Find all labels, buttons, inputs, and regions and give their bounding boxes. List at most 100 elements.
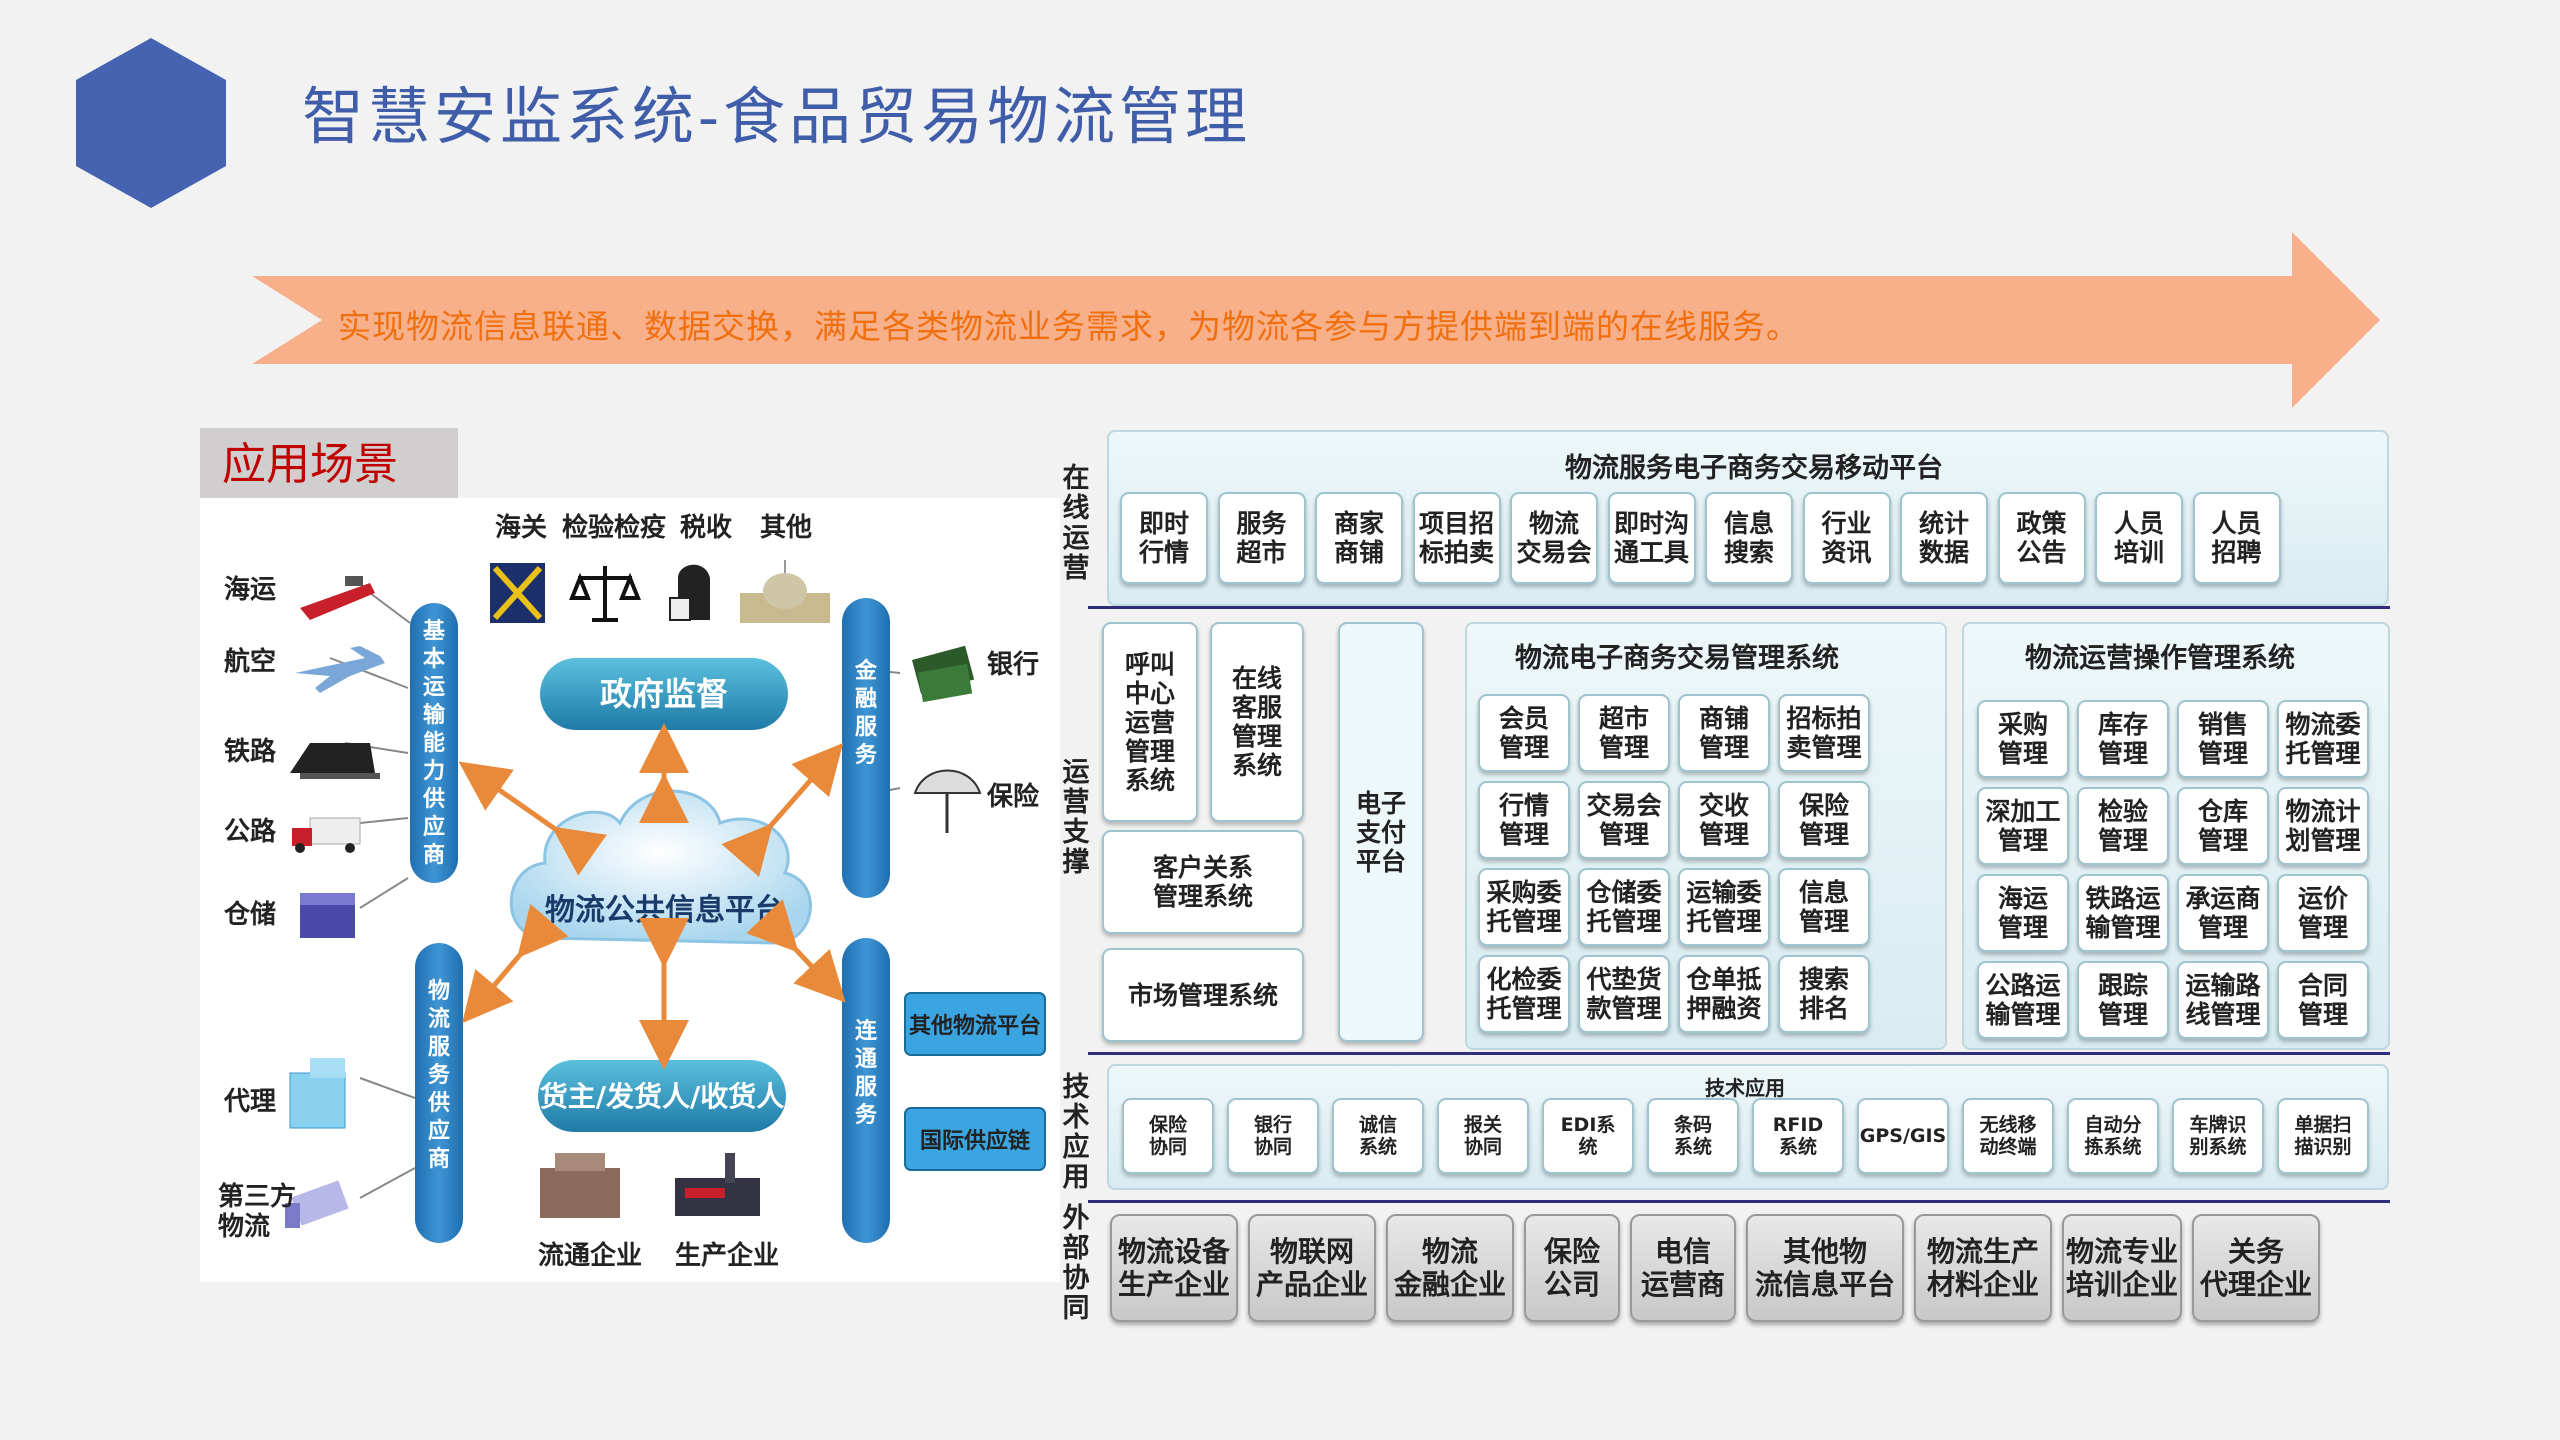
tech-item: EDI系 统 bbox=[1542, 1098, 1634, 1174]
pillar-finance-label: 金融服务 bbox=[854, 658, 878, 768]
market-label: 市场管理系统 bbox=[1127, 980, 1278, 1010]
other-platform-label: 其他物流平台 bbox=[909, 1013, 1041, 1039]
transport-item-label: 仓储 bbox=[223, 899, 276, 930]
side-online: 在线运营 bbox=[1062, 463, 1090, 584]
ops-item: 合同 管理 bbox=[2277, 961, 2369, 1039]
other-platform-box bbox=[904, 992, 1046, 1056]
third-party-logistics-icon bbox=[285, 1180, 349, 1228]
ecom-item-label: 行情 管理 bbox=[1498, 791, 1549, 849]
ops-item: 仓库 管理 bbox=[2177, 787, 2269, 865]
mobile-item-label: 商家 商铺 bbox=[1333, 509, 1384, 567]
tech-item-label: 自动分 拣系统 bbox=[2084, 1114, 2142, 1158]
ecom-item: 超市 管理 bbox=[1578, 694, 1670, 772]
ecom-item-label: 搜索 排名 bbox=[1798, 965, 1849, 1023]
ops-item-label: 物流计 划管理 bbox=[2285, 797, 2361, 855]
ext-partner: 物流生产 材料企业 bbox=[1914, 1214, 2052, 1322]
hub-label: 物流公共信息平台 bbox=[545, 893, 785, 928]
mobile-item: 人员 培训 bbox=[2095, 492, 2183, 584]
ops-system-title: 物流运营操作管理系统 bbox=[2025, 643, 2295, 674]
mobile-item-label: 信息 搜索 bbox=[1723, 509, 1774, 567]
transport-item-label: 海运 bbox=[224, 575, 276, 605]
ops-item-label: 合同 管理 bbox=[2297, 971, 2348, 1029]
ecom-item: 代垫货 款管理 bbox=[1578, 955, 1670, 1033]
ecom-item-label: 交收 管理 bbox=[1698, 791, 1749, 849]
shipper-label: 货主/发货人/收货人 bbox=[540, 1080, 784, 1113]
ops-item: 铁路运 输管理 bbox=[2077, 874, 2169, 952]
enterprise-item-label: 生产企业 bbox=[675, 1240, 779, 1271]
section-label: 应用场景 bbox=[200, 428, 458, 502]
inspection-scale-icon bbox=[569, 566, 641, 622]
online-cs-label: 在线 客服 管理 系统 bbox=[1231, 664, 1282, 780]
ops-item-label: 承运商 管理 bbox=[2185, 884, 2261, 942]
tech-item: 无线移 动终端 bbox=[1962, 1098, 2054, 1174]
tech-item: 车牌识 别系统 bbox=[2172, 1098, 2264, 1174]
tech-item: 自动分 拣系统 bbox=[2067, 1098, 2159, 1174]
ecom-item-label: 仓单抵 押融资 bbox=[1686, 965, 1762, 1023]
ext-partner: 电信 运营商 bbox=[1630, 1214, 1736, 1322]
ext-partner-label: 其他物 流信息平台 bbox=[1754, 1235, 1895, 1301]
ops-item: 物流计 划管理 bbox=[2277, 787, 2369, 865]
ops-item-label: 公路运 输管理 bbox=[1985, 971, 2061, 1029]
ext-partner-label: 物流生产 材料企业 bbox=[1926, 1235, 2039, 1301]
agent-building-icon bbox=[289, 1058, 346, 1129]
ops-item-label: 仓库 管理 bbox=[2197, 797, 2248, 855]
divider-1 bbox=[1088, 606, 2390, 609]
ext-partner: 物流专业 培训企业 bbox=[2062, 1214, 2182, 1322]
flow-arrows bbox=[458, 723, 846, 1070]
ops-item: 承运商 管理 bbox=[2177, 874, 2269, 952]
ops-item-label: 采购 管理 bbox=[1997, 710, 2048, 768]
mobile-item: 商家 商铺 bbox=[1315, 492, 1403, 584]
tech-item-label: 银行 协同 bbox=[1253, 1114, 1292, 1158]
mobile-item-label: 人员 招聘 bbox=[2211, 509, 2262, 567]
ext-partner-label: 物联网 产品企业 bbox=[1255, 1235, 1368, 1301]
ops-item-label: 铁路运 输管理 bbox=[2085, 884, 2161, 942]
pillar-finance bbox=[842, 598, 890, 898]
ecom-item-label: 超市 管理 bbox=[1598, 704, 1649, 762]
mobile-item-label: 项目招 标拍卖 bbox=[1418, 509, 1494, 567]
train-icon bbox=[290, 743, 380, 779]
callcenter-box: 呼叫 中心 运营 管理 系统 bbox=[1102, 622, 1198, 822]
tech-item: 单据扫 描识别 bbox=[2277, 1098, 2369, 1174]
tech-item: RFID 系统 bbox=[1752, 1098, 1844, 1174]
service-item-label: 代理 bbox=[223, 1087, 276, 1117]
mobile-item: 项目招 标拍卖 bbox=[1412, 492, 1501, 584]
tech-item-label: EDI系 统 bbox=[1560, 1114, 1616, 1158]
ecom-item: 采购委 托管理 bbox=[1478, 868, 1570, 946]
ecom-item-label: 招标拍 卖管理 bbox=[1786, 704, 1862, 762]
ecom-item-label: 信息 管理 bbox=[1798, 878, 1849, 936]
tech-item-label: RFID 系统 bbox=[1772, 1114, 1824, 1158]
tech-item: 银行 协同 bbox=[1227, 1098, 1319, 1174]
ops-item-label: 检验 管理 bbox=[2097, 797, 2148, 855]
ecom-item: 商铺 管理 bbox=[1678, 694, 1770, 772]
ext-partner-label: 物流 金融企业 bbox=[1393, 1235, 1506, 1301]
mobile-item: 信息 搜索 bbox=[1705, 492, 1793, 584]
online-cs-box: 在线 客服 管理 系统 bbox=[1210, 622, 1304, 822]
ecom-item: 化检委 托管理 bbox=[1478, 955, 1570, 1033]
ext-partner: 物流设备 生产企业 bbox=[1110, 1214, 1238, 1322]
banner-arrow bbox=[252, 232, 2380, 408]
callcenter-label: 呼叫 中心 运营 管理 系统 bbox=[1124, 649, 1175, 795]
ecom-item: 仓单抵 押融资 bbox=[1678, 955, 1770, 1033]
warehouse-icon bbox=[300, 893, 355, 938]
factory-icon bbox=[675, 1153, 760, 1216]
mobile-item: 统计 数据 bbox=[1900, 492, 1988, 584]
pillar-logistics-service bbox=[415, 943, 463, 1243]
truck-icon bbox=[292, 817, 361, 853]
ops-item-label: 库存 管理 bbox=[2097, 710, 2148, 768]
mobile-platform-title: 物流服务电子商务交易移动平台 bbox=[1565, 453, 1943, 484]
ops-item-label: 跟踪 管理 bbox=[2097, 971, 2148, 1029]
mobile-item-label: 行业 资讯 bbox=[1821, 509, 1872, 567]
tax-icon bbox=[669, 564, 710, 621]
transport-item-label: 航空 bbox=[224, 646, 276, 677]
ops-item-label: 运价 管理 bbox=[2297, 884, 2348, 942]
ecom-item: 行情 管理 bbox=[1478, 781, 1570, 859]
tech-item: 诚信 系统 bbox=[1332, 1098, 1424, 1174]
enterprise-item-label: 流通企业 bbox=[538, 1240, 642, 1271]
ops-item: 公路运 输管理 bbox=[1977, 961, 2069, 1039]
ecom-item: 会员 管理 bbox=[1478, 694, 1570, 772]
ops-item: 运输路 线管理 bbox=[2177, 961, 2269, 1039]
ecom-item-label: 商铺 管理 bbox=[1698, 704, 1749, 762]
gov-item-label: 海关 bbox=[495, 513, 547, 543]
pillar-connect-label: 连通服务 bbox=[855, 1018, 878, 1128]
